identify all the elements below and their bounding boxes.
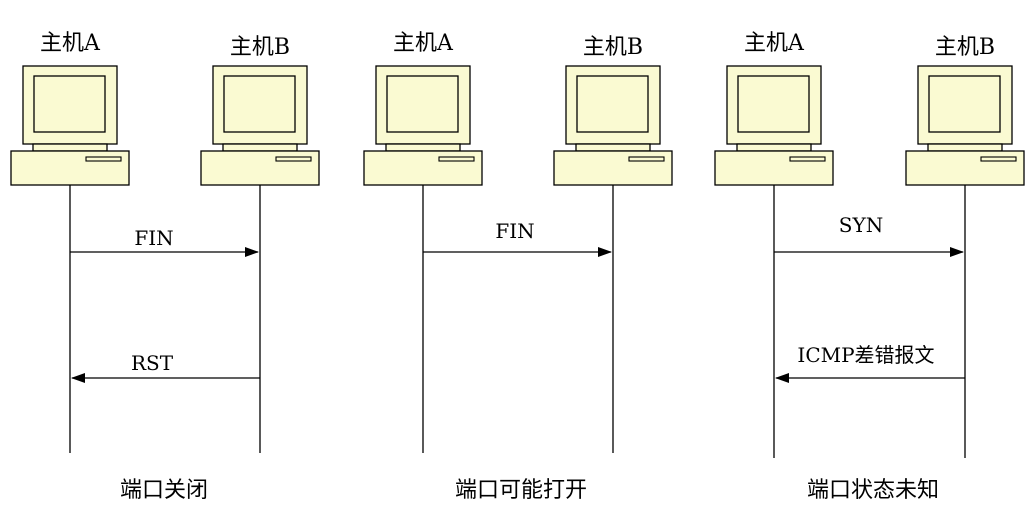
scenario-port-closed: 主机A 主机B FIN RST 端口关闭 [10,31,320,503]
host-a-label: 主机A [393,31,454,56]
scenario-port-maybe-open: 主机A 主机B FIN 端口可能打开 [363,31,673,503]
scenario-caption: 端口可能打开 [455,478,587,503]
host-a-label: 主机A [744,31,805,56]
scenario-caption: 端口状态未知 [807,478,939,503]
message-label-syn: SYN [839,213,883,237]
host-a-computer-icon [714,65,834,186]
message-label-fin: FIN [495,219,534,243]
host-b-computer-icon [553,65,673,186]
host-b-label: 主机B [583,35,643,60]
host-b-label: 主机B [935,35,995,60]
message-label-icmp-error: ICMP差错报文 [797,343,934,367]
host-a-computer-icon [363,65,483,186]
host-b-label: 主机B [230,35,290,60]
message-label-rst: RST [131,351,174,375]
scenario-port-unknown: 主机A 主机B SYN ICMP差错报文 端口状态未知 [714,31,1025,503]
host-b-computer-icon [905,65,1025,186]
host-b-computer-icon [200,65,320,186]
scenario-caption: 端口关闭 [120,478,208,503]
host-a-label: 主机A [40,31,101,56]
message-label-fin: FIN [134,226,173,250]
host-a-computer-icon [10,65,130,186]
